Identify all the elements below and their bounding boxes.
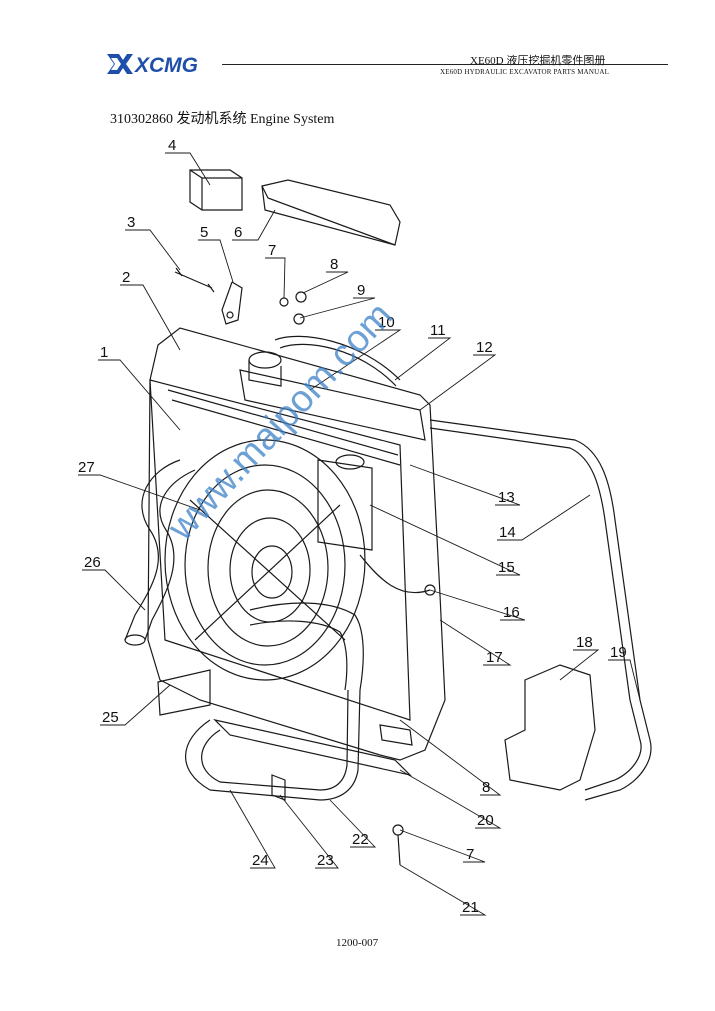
svg-text:XCMG: XCMG — [134, 54, 198, 77]
page-number: 1200-007 — [336, 937, 379, 949]
callout-5: 5 — [200, 224, 208, 241]
manual-title-en: XE60D HYDRAULIC EXCAVATOR PARTS MANUAL — [440, 68, 610, 76]
callout-17: 17 — [486, 649, 503, 666]
callout-14: 14 — [499, 524, 516, 541]
callout-6: 6 — [234, 224, 242, 241]
callout-23: 23 — [317, 852, 334, 869]
callout-8: 8 — [330, 256, 338, 273]
callout-3: 3 — [127, 214, 135, 231]
callout-9: 9 — [357, 282, 365, 299]
callout-13: 13 — [498, 489, 515, 506]
callout-15: 15 — [498, 559, 515, 576]
callout-7: 7 — [268, 242, 276, 259]
header-rule — [222, 64, 668, 65]
page-header: XCMG XE60D 液压挖掘机零件图册 XE60D HYDRAULIC EXC… — [0, 0, 715, 90]
callout-21: 21 — [462, 899, 479, 916]
callout-11: 11 — [430, 322, 446, 339]
callout-7b: 7 — [466, 846, 474, 863]
callout-26: 26 — [84, 554, 101, 571]
section-title: 310302860 发动机系统 Engine System — [110, 112, 335, 127]
callout-24: 24 — [252, 852, 269, 869]
callout-19: 19 — [610, 644, 627, 661]
callout-25: 25 — [102, 709, 119, 726]
callout-8b: 8 — [482, 779, 490, 796]
callout-12: 12 — [476, 339, 493, 356]
callout-20: 20 — [477, 812, 494, 829]
callout-18: 18 — [576, 634, 593, 651]
callout-10: 10 — [378, 314, 395, 331]
callout-16: 16 — [503, 604, 520, 621]
callout-1: 1 — [100, 344, 108, 361]
xcmg-logo: XCMG — [105, 50, 225, 78]
callout-22: 22 — [352, 831, 369, 848]
callout-4: 4 — [168, 137, 176, 154]
callout-2: 2 — [122, 269, 130, 286]
callout-27: 27 — [78, 459, 95, 476]
